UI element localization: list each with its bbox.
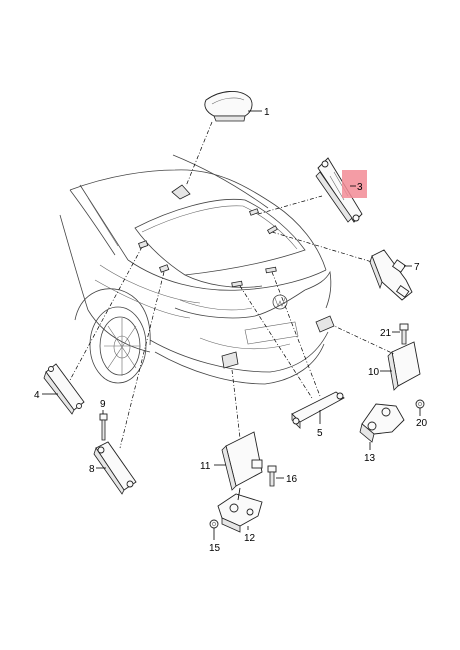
part-3-antenna-module [315, 157, 363, 223]
leader-11-12 [237, 487, 241, 501]
callout-8: 8 [89, 464, 95, 475]
part-15-nut [209, 519, 219, 529]
dash-11 [231, 369, 241, 439]
callout-3: 3 [357, 182, 363, 193]
mount-5b-on-car [265, 266, 277, 274]
dash-10 [329, 323, 395, 355]
callout-11: 11 [200, 461, 211, 472]
mount-11-on-car [221, 351, 239, 369]
part-1-roof-antenna [204, 91, 253, 122]
dash-5b [271, 271, 321, 397]
part-9-screw [99, 413, 108, 441]
callout-10: 10 [368, 367, 380, 378]
mount-7-on-car [266, 225, 278, 235]
part-11-module-housing [221, 431, 263, 491]
callout-7: 7 [414, 262, 420, 273]
highlight-marker [342, 170, 367, 198]
callout-9: 9 [100, 399, 106, 410]
dash-5a [239, 285, 313, 399]
callout-20: 20 [416, 418, 428, 429]
callout-12: 12 [244, 533, 256, 544]
callout-5: 5 [317, 428, 323, 439]
part-7-connector-module [369, 249, 413, 301]
dash-1 [185, 121, 213, 187]
part-12-hinge-bracket [217, 493, 263, 533]
mount-10-on-car [315, 315, 335, 333]
antenna-mount-on-roof [171, 184, 191, 200]
dash-8 [119, 271, 165, 449]
mount-4-on-car [138, 240, 149, 249]
callout-21: 21 [380, 328, 392, 339]
car-body-outline [59, 154, 332, 385]
mount-3-on-car [249, 208, 259, 216]
part-4-antenna-strip [43, 363, 85, 415]
part-13-bracket [359, 403, 405, 443]
dash-4 [69, 246, 143, 381]
mount-8-on-car [159, 264, 170, 273]
part-8-antenna-bracket [93, 441, 137, 495]
part-5-rear-antenna-strip [291, 391, 345, 429]
callout-4: 4 [34, 390, 40, 401]
callout-13: 13 [364, 453, 376, 464]
callout-labels: 1 3 4 5 7 8 9 10 11 12 13 15 16 20 21 [34, 107, 428, 554]
callout-1: 1 [264, 107, 270, 118]
dash-3 [257, 195, 323, 215]
part-21-screw [399, 323, 409, 345]
part-16-screw [267, 465, 277, 487]
callout-15: 15 [209, 543, 221, 554]
callout-16: 16 [286, 474, 298, 485]
part-10-control-module [387, 341, 421, 391]
part-20-nut [415, 399, 425, 409]
mount-5a-on-car [231, 280, 243, 288]
dash-7 [271, 231, 373, 263]
